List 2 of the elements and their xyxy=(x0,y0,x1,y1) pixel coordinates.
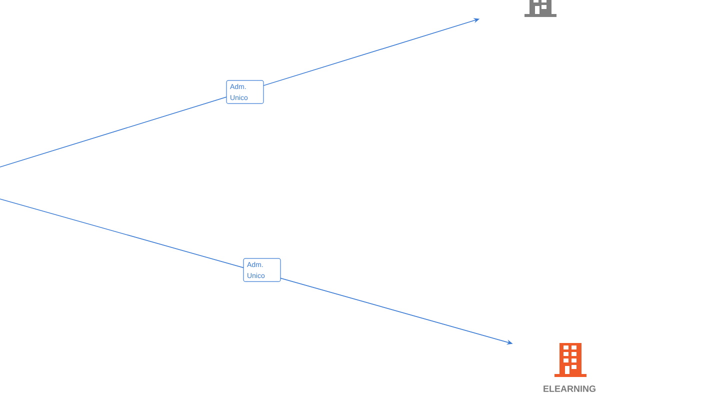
company-name: ELEARNING xyxy=(544,386,596,392)
building-icon xyxy=(524,0,556,17)
